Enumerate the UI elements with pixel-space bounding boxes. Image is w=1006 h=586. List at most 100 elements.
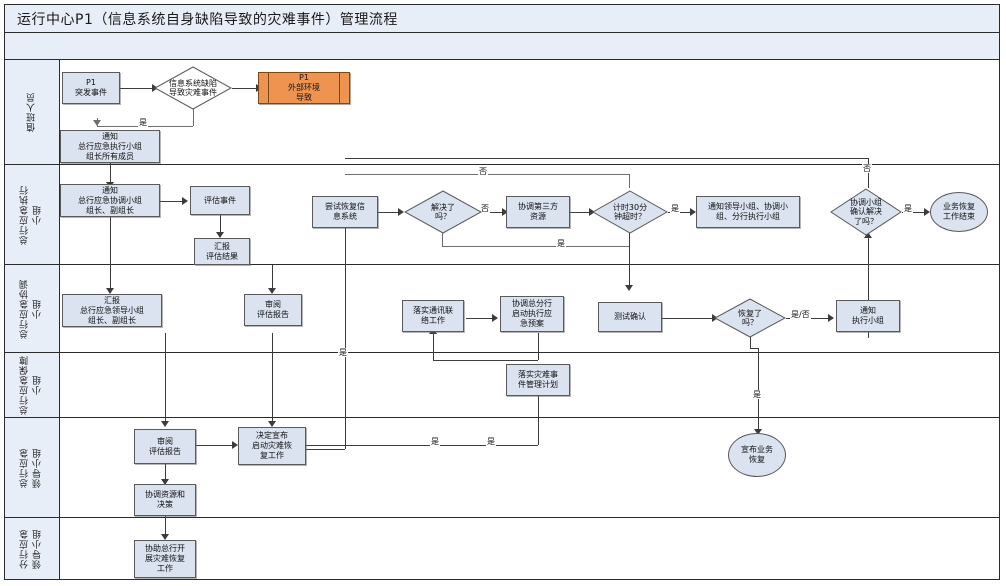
edge-solved-no: [488, 212, 504, 213]
node-solved-decision[interactable]: 解决了 吗？: [404, 190, 482, 234]
lane-duty-staff: 值班人员: [5, 60, 999, 165]
node-disaster-plan[interactable]: 落实灾难事 件管理计划: [506, 364, 570, 396]
edge-timeout-down-test: [629, 229, 630, 289]
node-third-party[interactable]: 协调第三方 资源: [506, 196, 570, 228]
sub-header-strip: [5, 33, 999, 60]
lane-hq-exec-team: 总行应急执行 小组: [5, 165, 999, 265]
edge-p1-to-defect: [120, 88, 154, 89]
edge-timeout-yes: [668, 212, 692, 213]
edge-notifyexecteam-up2: [868, 237, 869, 300]
node-notify-coord[interactable]: 通知 总行应急协调小组 组长、副组长: [60, 184, 160, 217]
node-biz-restore-end[interactable]: 业务恢复 工作结束: [930, 192, 988, 232]
lane-header-hq-exec-team: 总行应急执行 小组: [5, 165, 60, 264]
edge-decide-up: [538, 396, 539, 445]
edge-assess-to-report: [220, 215, 221, 237]
node-coord-resource[interactable]: 协调资源和 决策: [134, 484, 196, 516]
node-declare-restore[interactable]: 宣布业务 恢复: [728, 433, 786, 477]
node-test-confirm[interactable]: 测试确认: [598, 302, 662, 332]
edge-restored-yes-h: [750, 348, 758, 349]
edge-arrow: [216, 232, 224, 238]
edge-decide-to-try-h: [306, 449, 345, 450]
edge-arrow: [182, 197, 188, 205]
node-review-report-coord[interactable]: 审阅 评估报告: [244, 294, 302, 326]
edge-label-yes-review: 是: [486, 437, 496, 446]
edge-arrow: [690, 208, 696, 216]
edge-comms-to-plan: [466, 318, 494, 319]
lane-hq-support-team: 总行应急保障 小组: [5, 353, 999, 418]
lane-header-duty-staff: 值班人员: [5, 60, 60, 164]
edge-arrow: [924, 208, 930, 216]
edge-arrow: [754, 429, 762, 435]
lane-label-branch-leader-team: 分行应急 领导小组: [20, 528, 43, 569]
edge-label-no-solved: 否: [480, 204, 490, 213]
edge-solved-yes-v: [442, 229, 443, 246]
node-report-result[interactable]: 汇报 评估结果: [194, 238, 250, 265]
edge-label-no-timeout: 否: [478, 167, 488, 176]
node-notify-groups[interactable]: 通知领导小组、协调小 组、分行执行小组: [696, 196, 800, 228]
node-notify-exec-team[interactable]: 通知 执行小组: [836, 300, 900, 332]
node-notify-exec[interactable]: 通知 总行应急执行小组 组长所有成员: [60, 130, 160, 163]
edge-decide-to-try-v: [345, 203, 346, 449]
node-assist-hq[interactable]: 协助总行开 展灾难恢复 工作: [134, 540, 196, 578]
node-timeout-decision[interactable]: 计时30分 钟超时？: [592, 190, 668, 234]
lane-label-hq-leader-team: 总行应急 领导小组: [20, 447, 43, 488]
node-label: 恢复了 吗？: [738, 308, 762, 328]
edge-leadreview-to-resource: [165, 464, 166, 484]
edge-coordreview-to-decide: [272, 333, 273, 426]
edge-arrow: [625, 285, 633, 291]
node-comms-work[interactable]: 落实通讯联 络工作: [402, 300, 464, 332]
edge-arrow: [828, 314, 834, 322]
edge-comms-up: [433, 333, 434, 360]
edge-defect-yes-v: [193, 104, 194, 126]
node-try-restore[interactable]: 尝试恢复信 息系统: [312, 196, 378, 228]
lane-header-hq-leader-team: 总行应急 领导小组: [5, 418, 60, 517]
node-label: 解决了 吗？: [431, 202, 455, 222]
node-coord-plan[interactable]: 协调总分行 启动执行应 急预案: [500, 296, 564, 332]
edge-label-yes-timeout: 是: [670, 204, 680, 213]
edge-arrow: [106, 288, 114, 294]
node-decide-start[interactable]: 决定宣布 启动灾难恢 复工作: [238, 427, 306, 465]
edge-arrow: [502, 208, 508, 216]
edge-test-to-restored: [662, 318, 714, 319]
edge-arrow: [492, 314, 498, 322]
node-report-leader[interactable]: 汇报 总行应急领导小组 组长、副组长: [62, 294, 162, 327]
edge-label-yes-defect: 是: [138, 118, 148, 127]
node-coord-confirm[interactable]: 协调小组 确认解决 了吗？: [830, 188, 902, 236]
edge-restored-yes-v1: [750, 334, 751, 348]
edge-resource-to-assist: [165, 516, 166, 539]
edge-label-no-coordback: 否: [862, 164, 872, 173]
edge-arrow: [268, 288, 276, 294]
page-title: 运行中心P1（信息系统自身缺陷导致的灾难事件）管理流程: [17, 11, 398, 28]
title-bar: 运行中心P1（信息系统自身缺陷导致的灾难事件）管理流程: [5, 5, 999, 33]
node-review-report-lead[interactable]: 审阅 评估报告: [134, 429, 196, 464]
edge-arrow: [161, 534, 169, 540]
lane-header-hq-coord-team: 总行应急协调 小组: [5, 265, 60, 352]
node-assess-event[interactable]: 评估事件: [190, 186, 250, 215]
edge-arrow: [161, 421, 169, 427]
edge-try-to-solved: [378, 212, 400, 213]
diagram-frame: [4, 4, 1000, 580]
edge-arrow: [161, 479, 169, 485]
edge-label-yes-decide: 是: [430, 437, 440, 446]
node-p1-event[interactable]: P1 突发事件: [62, 72, 120, 104]
node-label: 计时30分 钟超时？: [612, 202, 648, 222]
edge-arrow: [268, 421, 276, 427]
edge-coordconfirm-yes: [902, 212, 926, 213]
node-restored-decision[interactable]: 恢复了 吗？: [714, 298, 786, 338]
edge-defect-to-external: [232, 88, 258, 89]
edge-plan-to-comms-v: [538, 333, 539, 360]
lane-label-hq-support-team: 总行应急保障 小组: [20, 355, 43, 415]
edge-arrow: [232, 441, 238, 449]
lane-header-hq-support-team: 总行应急保障 小组: [5, 353, 60, 417]
edge-label-yes-restored: 是: [752, 390, 762, 399]
edge-decide-right: [306, 445, 538, 446]
edge-plan-to-comms-h: [433, 360, 538, 361]
edge-arrow: [93, 120, 101, 126]
lane-header-branch-leader-team: 分行应急 领导小组: [5, 518, 60, 579]
edge-reportresult-to-review: [272, 265, 273, 293]
node-p1-external[interactable]: P1 外部环境 导致: [258, 72, 350, 104]
node-defect-decision[interactable]: 信息系统缺陷 导致灾难事件: [154, 66, 232, 110]
edge-solved-yes-h: [442, 246, 629, 247]
edge-arrow: [398, 208, 404, 216]
